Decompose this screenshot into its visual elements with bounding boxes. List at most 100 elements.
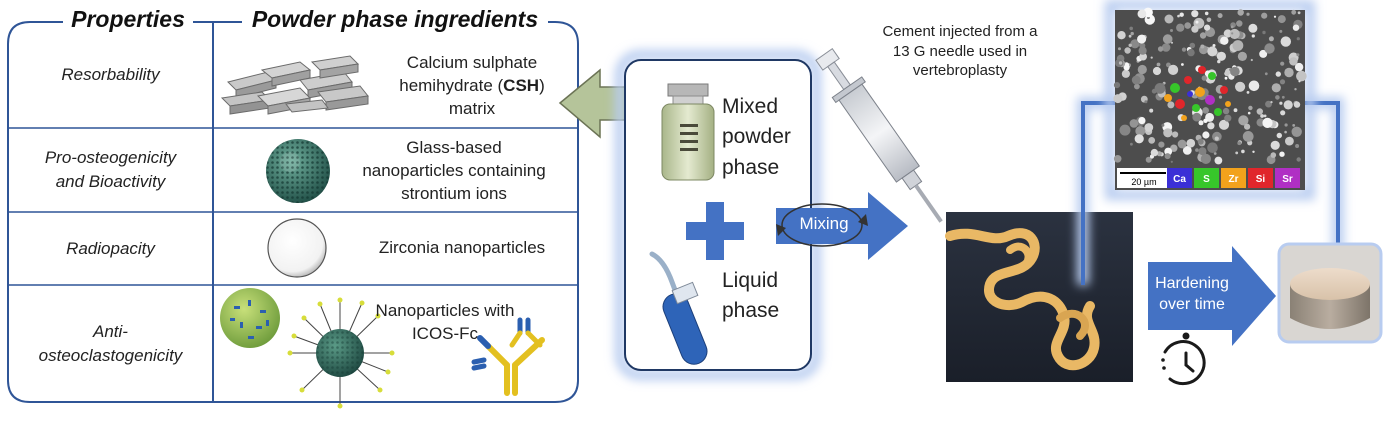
sem-particle (1113, 82, 1121, 89)
sem-particle (1222, 107, 1230, 115)
sem-particle (1235, 151, 1239, 155)
sem-particle (1134, 83, 1140, 90)
liquid-label-line: phase (722, 299, 780, 323)
sem-particle (1264, 72, 1268, 76)
sem-particle (1262, 117, 1273, 128)
properties-table (7, 21, 579, 403)
sem-particle (1156, 62, 1161, 67)
mixing-label: Mixing (799, 214, 849, 233)
sem-particle (1137, 34, 1147, 44)
csh-crystals-image (220, 55, 369, 115)
sem-particle (1207, 122, 1215, 130)
sem-particle (1137, 9, 1147, 19)
sem-particle (1130, 31, 1134, 36)
powder-label-line: phase (722, 155, 780, 179)
sem-particle (1285, 136, 1294, 146)
sem-particle (1186, 138, 1196, 148)
injection-caption-line: vertebroplasty (912, 62, 1008, 79)
legend-swatch-si (1248, 168, 1273, 188)
sem-particle (1182, 146, 1192, 155)
sem-particle (1163, 128, 1173, 138)
mixing-arrow (776, 192, 908, 260)
sem-particle (1218, 119, 1230, 130)
legend-swatch-sr (1275, 168, 1300, 188)
sem-particle (1237, 9, 1244, 16)
sem-particle (1246, 91, 1250, 94)
sem-particle (1232, 40, 1244, 51)
sem-particle (1200, 44, 1205, 49)
sem-particle (1237, 141, 1242, 146)
legend-label-zr: Zr (1229, 174, 1239, 185)
sem-particle (1137, 64, 1147, 75)
sem-particle (1170, 29, 1173, 32)
powder-vial-icon (661, 83, 715, 181)
sem-particle (1150, 56, 1153, 59)
sem-particle (1230, 25, 1234, 29)
sem-particle (1279, 101, 1283, 105)
legend-label-si: Si (1256, 174, 1266, 185)
property-line: osteoclastogenicity (38, 345, 183, 365)
sem-particle (1161, 43, 1171, 52)
sem-particle (1206, 17, 1212, 23)
sem-particle (1212, 44, 1216, 47)
sem-particle (1170, 144, 1178, 152)
sem-particle (1244, 123, 1251, 130)
sem-particle (1179, 12, 1184, 17)
sem-particle (1117, 31, 1126, 40)
legend-label-sr: Sr (1282, 174, 1293, 185)
sem-particle (1279, 29, 1283, 33)
sem-particle (1248, 23, 1258, 33)
sem-particle (1139, 52, 1147, 61)
sem-particle (1276, 132, 1283, 139)
sem-particle (1195, 148, 1199, 152)
sem-particle (1294, 88, 1297, 91)
syringe-icon (815, 48, 943, 223)
sem-particle (1271, 83, 1281, 93)
plus-icon (686, 202, 744, 260)
antibody-icon (471, 317, 545, 396)
mixing-cycle-icon (781, 203, 863, 247)
sem-particle (1152, 66, 1162, 76)
sem-particle (1216, 51, 1226, 61)
powder-label-line: powder (722, 125, 791, 149)
sem-particle (1207, 142, 1218, 153)
sem-particle (1252, 150, 1255, 153)
sem-particle (1128, 43, 1132, 47)
sem-particle (1134, 134, 1144, 144)
sem-particle (1171, 41, 1173, 44)
sem-particle (1131, 75, 1141, 85)
property-cell-4: Anti-osteoclastogenicity (10, 285, 211, 402)
sem-particle (1203, 118, 1208, 124)
sem-particle (1233, 108, 1238, 113)
sem-particle (1284, 130, 1287, 134)
sem-particle (1213, 152, 1217, 155)
sem-particle (1200, 153, 1211, 164)
property-cell-1: Resorbability (10, 22, 211, 128)
sem-particle (1247, 111, 1251, 115)
sem-particle (1296, 37, 1300, 41)
sem-particle (1298, 80, 1301, 83)
sem-particle (1123, 62, 1130, 68)
sem-particle (1296, 70, 1307, 82)
sem-particle (1202, 131, 1210, 139)
eds-overlay (1164, 66, 1231, 121)
sem-particle (1279, 79, 1286, 85)
sem-particle (1113, 94, 1123, 104)
sem-particle (1270, 152, 1277, 158)
sem-particle (1207, 46, 1218, 57)
sem-particle (1150, 148, 1159, 157)
sem-particle (1235, 81, 1246, 92)
sem-particle (1259, 49, 1268, 58)
sem-particle (1129, 26, 1133, 31)
sem-particle (1214, 136, 1219, 141)
sem-particle (1181, 63, 1184, 66)
hardened-cement-photo (1277, 242, 1383, 344)
sem-particle (1121, 69, 1130, 78)
legend-label-ca: Ca (1173, 174, 1186, 185)
sem-particle (1166, 62, 1171, 68)
